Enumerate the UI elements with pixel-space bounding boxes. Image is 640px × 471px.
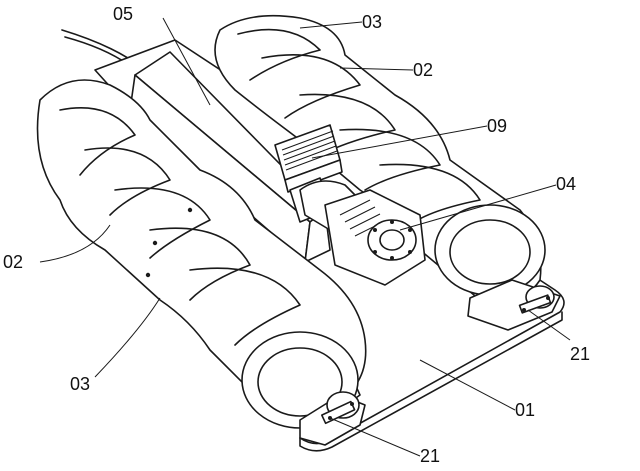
callout-02-left: 02: [3, 252, 23, 272]
callout-02-right: 02: [413, 60, 433, 80]
left-end-cap: [241, 331, 366, 446]
callout-09: 09: [487, 116, 507, 136]
callout-04: 04: [556, 174, 576, 194]
callout-03-top: 03: [362, 12, 382, 32]
leader-lines: [39, 17, 571, 457]
callout-05: 05: [113, 4, 133, 24]
drive-unit-04: [299, 180, 426, 286]
callout-21-right: 21: [570, 344, 590, 364]
callout-03-bottom: 03: [70, 374, 90, 394]
callout-21-bottom: 21: [420, 446, 440, 466]
left-screw-drum: [36, 79, 367, 411]
callout-01: 01: [515, 400, 535, 420]
right-end-cap: [434, 204, 561, 331]
